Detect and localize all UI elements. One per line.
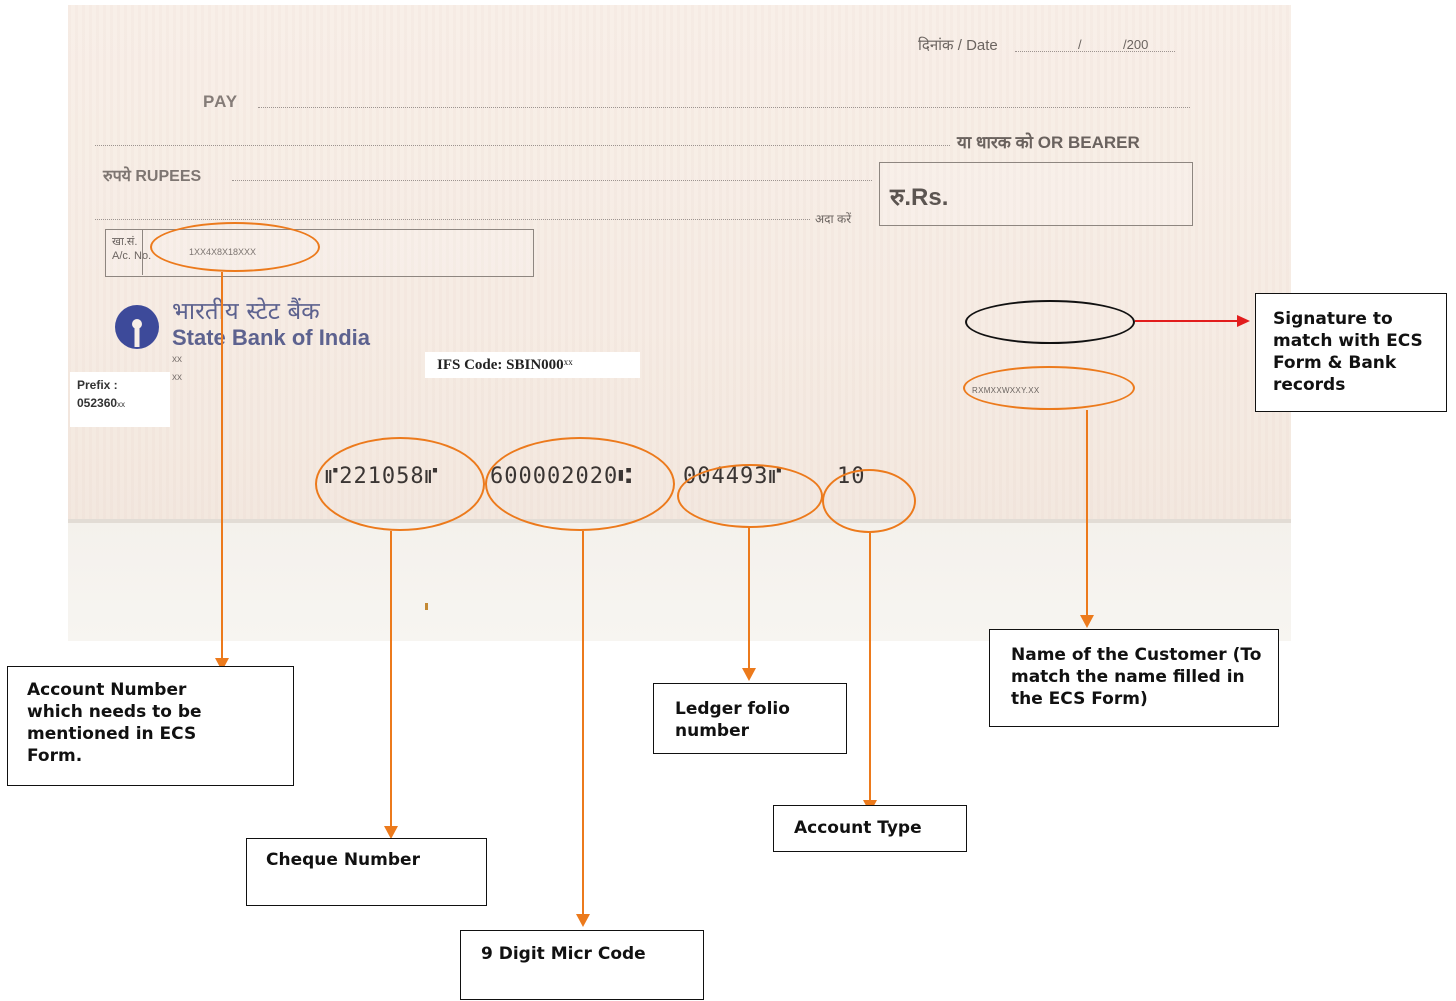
pay-label: PAY	[203, 92, 239, 111]
bank-name-hindi: भारतीय स्टेट बैंक	[172, 297, 320, 325]
customer-name-callout-text: Name of the Customer (To match the name …	[1011, 645, 1262, 709]
ledger-folio-callout-text: Ledger folio number	[675, 699, 790, 741]
pay-line-2	[95, 145, 950, 146]
cheque-number-callout: Cheque Number	[246, 838, 487, 906]
sbi-logo-icon	[113, 303, 161, 351]
date-line	[1015, 51, 1175, 52]
counterfoil-mark	[425, 603, 428, 610]
account-type-callout: Account Type	[773, 805, 967, 852]
signature-callout-text: Signature to match with ECS Form & Bank …	[1273, 309, 1423, 395]
prefix-suffix: xx	[117, 400, 126, 409]
cheque-number-connector	[390, 531, 392, 829]
prefix-label: Prefix :	[77, 378, 118, 392]
prefix-number: 052360	[77, 396, 118, 410]
rupees-line-2	[95, 219, 810, 220]
cheque-counterfoil	[68, 519, 1291, 641]
account-type-callout-text: Account Type	[794, 818, 922, 838]
micr-code-ellipse	[485, 437, 675, 531]
customer-name-connector	[1086, 410, 1088, 616]
date-year: /200	[1123, 37, 1149, 52]
signature-connector	[1135, 320, 1239, 322]
signature-arrow-icon	[1237, 315, 1250, 327]
amount-label: रु.Rs.	[890, 184, 949, 211]
customer-name-callout: Name of the Customer (To match the name …	[989, 629, 1279, 727]
cheque-number-arrow-icon	[384, 826, 398, 839]
micr-code-connector	[582, 531, 584, 915]
account-number-callout: Account Number which needs to be mention…	[7, 666, 294, 786]
account-type-ellipse	[822, 469, 916, 533]
micr-code-callout: 9 Digit Micr Code	[460, 930, 704, 1000]
branch-line-2: xx	[172, 372, 182, 383]
branch-line-1: xx	[172, 354, 182, 365]
ledger-folio-ellipse	[677, 464, 823, 528]
amount-box	[879, 162, 1193, 226]
account-label-english: A/c. No.	[112, 250, 152, 262]
account-number-callout-text: Account Number which needs to be mention…	[27, 680, 202, 766]
pay-hindi-label: अदा करें	[815, 212, 852, 226]
signature-ellipse	[965, 300, 1135, 344]
ledger-folio-callout: Ledger folio number	[653, 683, 847, 754]
cheque-number-callout-text: Cheque Number	[266, 850, 420, 870]
account-type-connector	[869, 533, 871, 802]
micr-code-arrow-icon	[576, 914, 590, 927]
pay-line	[258, 107, 1190, 108]
micr-code-callout-text: 9 Digit Micr Code	[481, 944, 646, 964]
date-separator: /	[1078, 37, 1082, 52]
account-number-connector	[221, 272, 223, 660]
cheque-number-ellipse	[315, 437, 485, 531]
prefix-patch	[70, 372, 170, 427]
signature-callout: Signature to match with ECS Form & Bank …	[1255, 293, 1447, 412]
account-number-ellipse	[150, 222, 320, 272]
ifs-code: IFS Code: SBIN000xx	[437, 357, 573, 374]
rupees-label: रुपये RUPEES	[103, 168, 202, 185]
rupees-line	[232, 180, 872, 181]
bearer-label: या धारक को OR BEARER	[957, 133, 1140, 152]
bank-name-english: State Bank of India	[172, 325, 371, 350]
prefix-value: 052360xx	[77, 396, 125, 410]
ifs-code-suffix: xx	[563, 357, 573, 367]
cheque-fold	[68, 519, 1291, 523]
ledger-folio-arrow-icon	[742, 668, 756, 681]
ifs-code-text: IFS Code: SBIN000	[437, 357, 564, 373]
customer-name-arrow-icon	[1080, 615, 1094, 628]
ledger-folio-connector	[748, 527, 750, 669]
ifs-code-patch	[425, 352, 640, 378]
account-box-divider	[142, 229, 143, 275]
customer-name-ellipse	[963, 366, 1135, 410]
date-label: दिनांक / Date	[918, 37, 998, 54]
account-label-hindi: खा.सं.	[112, 236, 138, 248]
